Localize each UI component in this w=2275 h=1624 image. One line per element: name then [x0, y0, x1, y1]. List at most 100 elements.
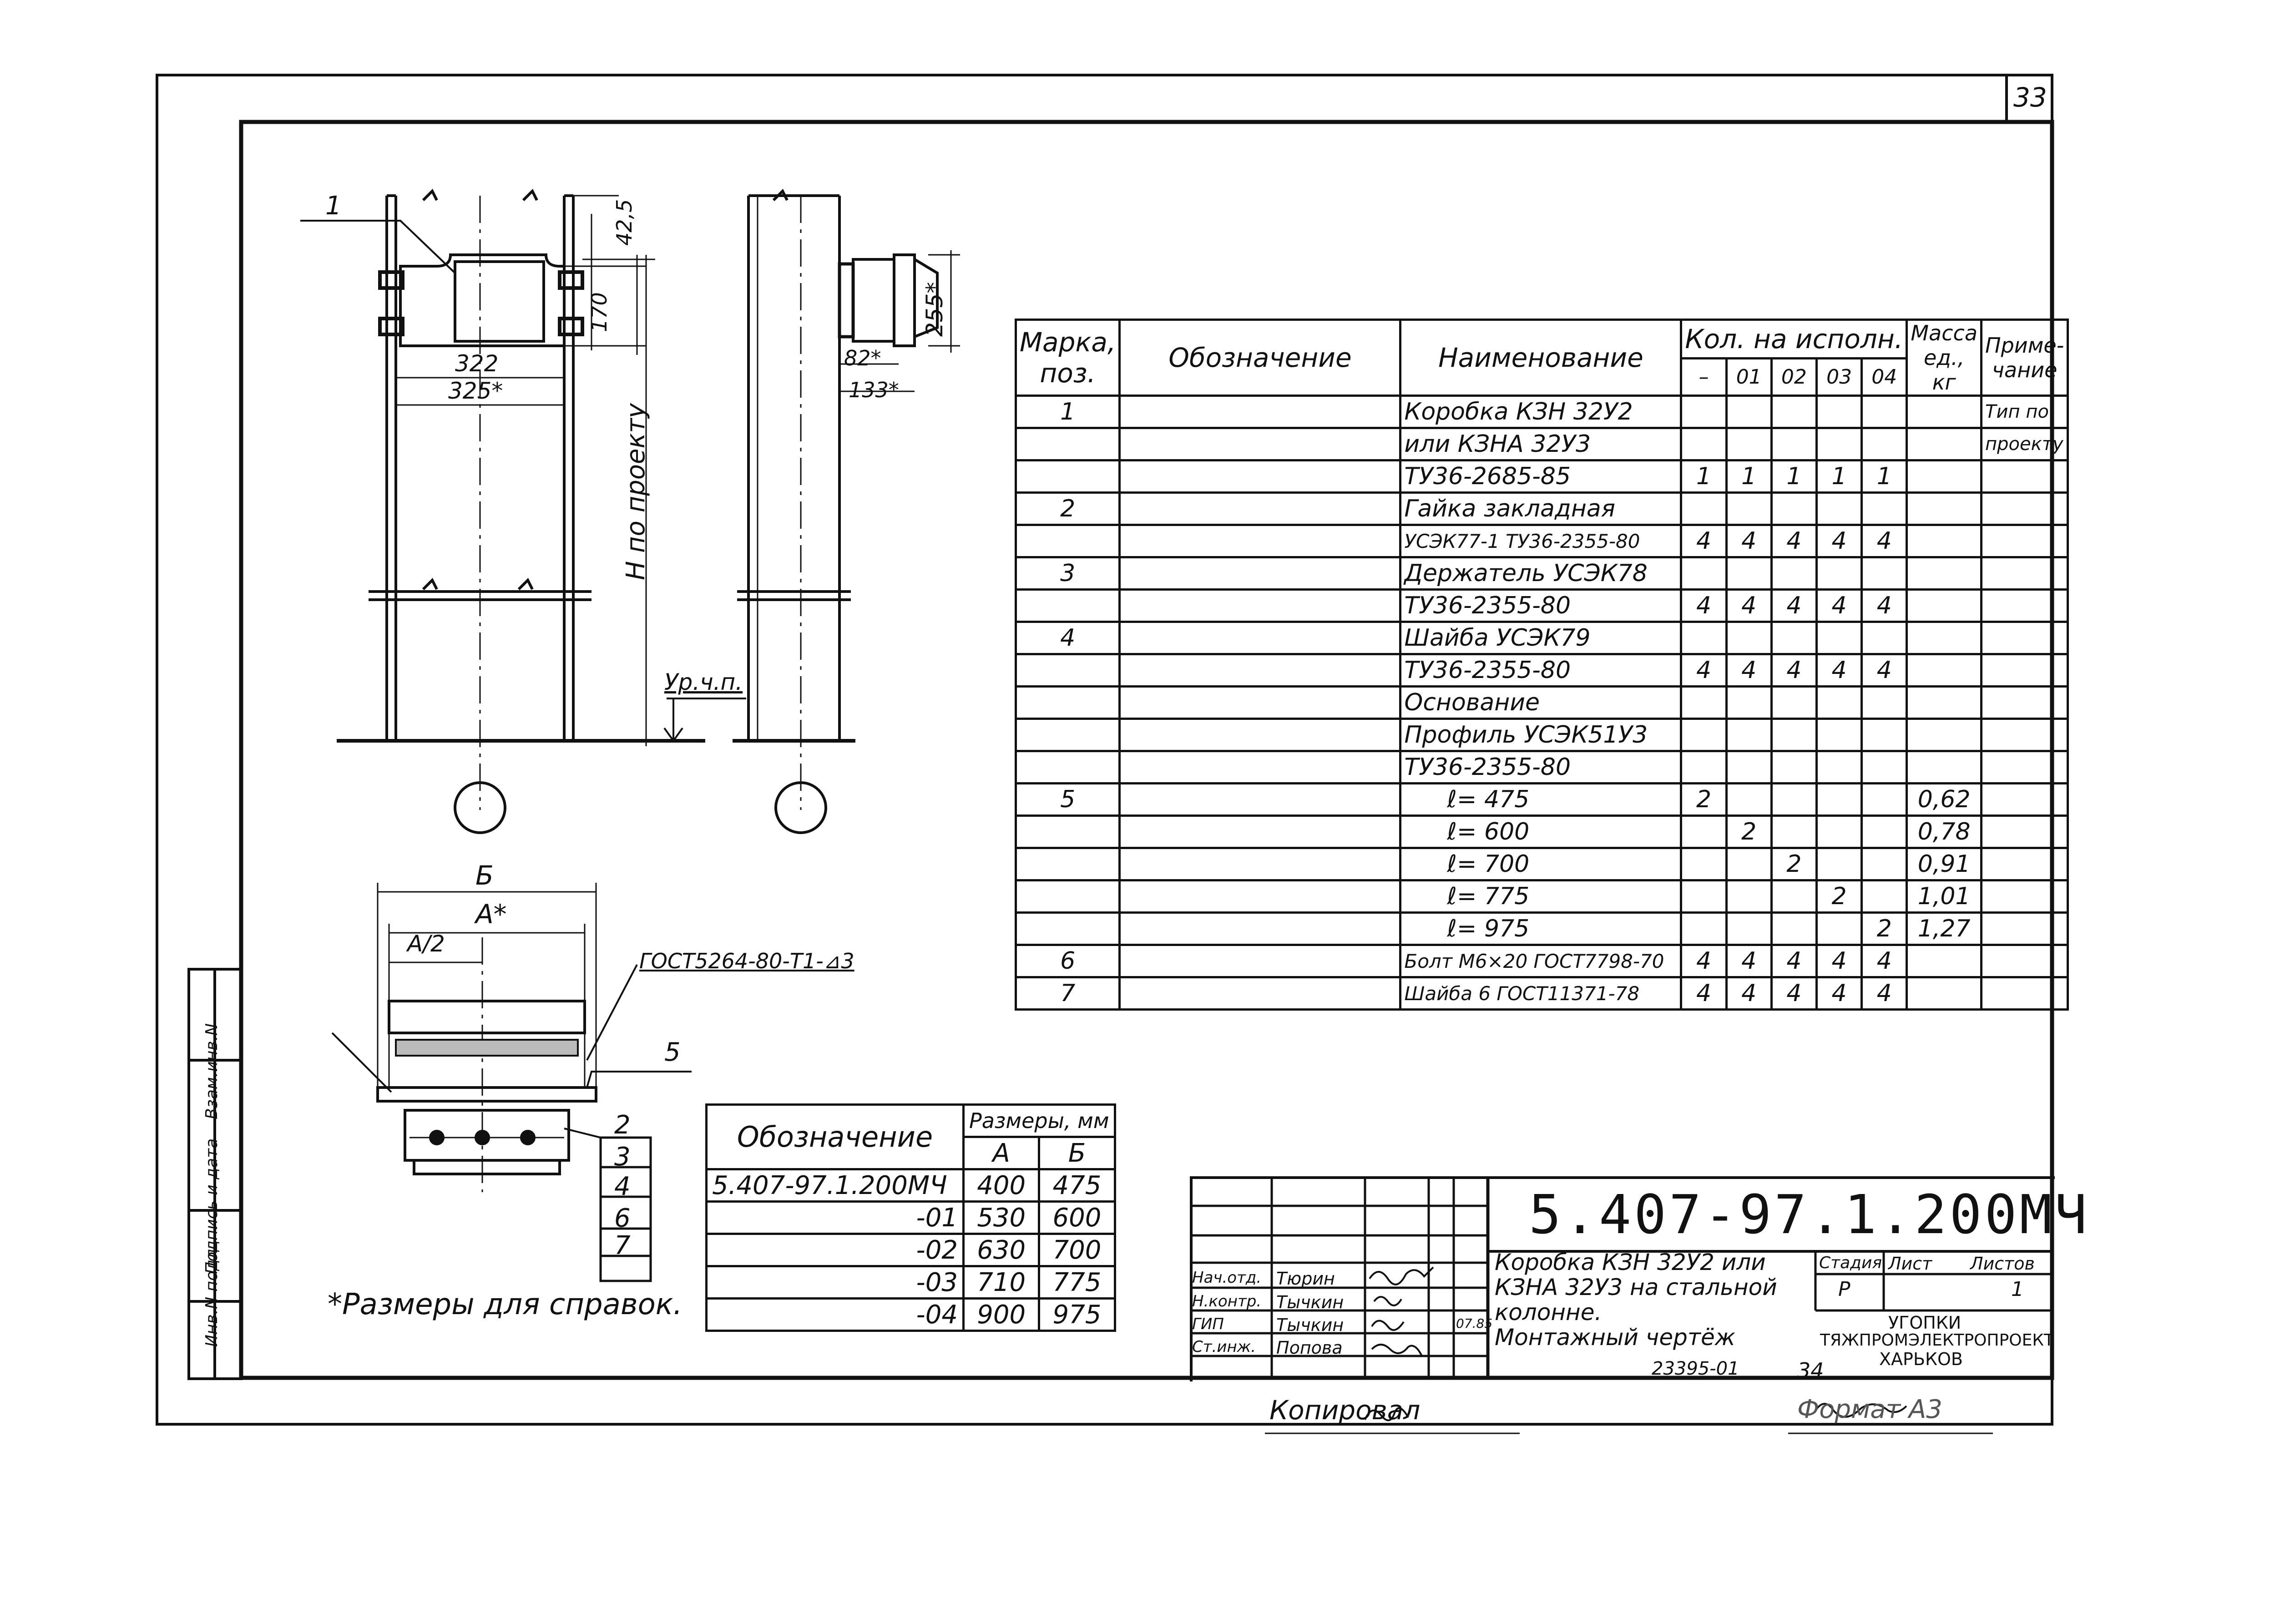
spec-qty-4 [1860, 847, 1908, 881]
spec-qty-3: 4 [1815, 653, 1863, 688]
spec-mass [1906, 395, 1983, 429]
spec-name: ℓ= 600 [1399, 815, 1683, 849]
spec-mass: 0,91 [1906, 847, 1983, 881]
spec-qty-3 [1815, 395, 1863, 429]
spec-qty-1 [1725, 879, 1773, 914]
sizes-b: 475 [1038, 1168, 1116, 1203]
spec-qty-4 [1860, 815, 1908, 849]
callout-4: 4 [614, 1172, 631, 1201]
title-line-4: Монтажный чертёж [1495, 1324, 1735, 1351]
spec-pos: 2 [1014, 491, 1121, 526]
spec-qty-1 [1725, 685, 1773, 720]
spec-qty-0 [1680, 556, 1728, 591]
variant-base: – [1680, 357, 1728, 397]
spec-designation [1118, 847, 1402, 881]
spec-designation [1118, 782, 1402, 817]
spec-designation [1118, 685, 1402, 720]
spec-qty-3: 4 [1815, 944, 1863, 978]
spec-qty-4: 1 [1860, 459, 1908, 494]
spec-name: УСЭК77-1 ТУ36-2355-80 [1399, 524, 1683, 558]
spec-name: ℓ= 475 [1399, 782, 1683, 817]
sizes-code: 5.407-97.1.200МЧ [705, 1168, 965, 1203]
staff-name-3: Тычкин [1276, 1315, 1344, 1335]
callout-7: 7 [614, 1231, 631, 1260]
spec-qty-4: 4 [1860, 588, 1908, 623]
spec-note [1980, 459, 2069, 494]
spec-qty-2: 4 [1770, 976, 1818, 1011]
spec-qty-3: 1 [1815, 459, 1863, 494]
spec-name: Основание [1399, 685, 1683, 720]
spec-mass [1906, 685, 1983, 720]
col-name: Наименование [1399, 319, 1683, 397]
spec-mass [1906, 750, 1983, 784]
spec-name: Болт М6×20 ГОСТ7798-70 [1399, 944, 1683, 978]
spec-qty-4 [1860, 621, 1908, 655]
sizes-b: 700 [1038, 1233, 1116, 1267]
spec-row: 2 Гайка закладная [1014, 491, 2069, 526]
spec-name: Шайба 6 ГОСТ11371-78 [1399, 976, 1683, 1011]
spec-qty-1 [1725, 750, 1773, 784]
archive-number: 23395-01 [1652, 1358, 1739, 1379]
specification-table: Марка, поз. Обозначение Наименование Кол… [1014, 319, 2069, 1011]
spec-designation [1118, 976, 1402, 1011]
spec-designation [1118, 750, 1402, 784]
spec-qty-3 [1815, 621, 1863, 655]
h-project-label: Н по проекту [621, 403, 651, 580]
spec-qty-4 [1860, 395, 1908, 429]
spec-designation [1118, 815, 1402, 849]
spec-designation [1118, 718, 1402, 752]
staff-role-3: ГИП [1192, 1315, 1224, 1333]
sizes-a: 400 [962, 1168, 1041, 1203]
spec-note [1980, 718, 2069, 752]
spec-name: ℓ= 700 [1399, 847, 1683, 881]
spec-mass: 1,27 [1906, 911, 1983, 946]
spec-name: ℓ= 775 [1399, 879, 1683, 914]
sizes-b: 975 [1038, 1297, 1116, 1332]
spec-mass: 0,62 [1906, 782, 1983, 817]
spec-pos [1014, 750, 1121, 784]
spec-note [1980, 621, 2069, 655]
sizes-a: 530 [962, 1200, 1041, 1235]
spec-qty-0: 1 [1680, 459, 1728, 494]
spec-qty-4 [1860, 718, 1908, 752]
spec-qty-1 [1725, 621, 1773, 655]
staff-name-1: Тюрин [1276, 1269, 1335, 1289]
staff-role-2: Н.контр. [1192, 1292, 1262, 1310]
side-view [733, 188, 960, 834]
spec-qty-1 [1725, 427, 1773, 461]
spec-qty-2 [1770, 395, 1818, 429]
spec-name: Гайка закладная [1399, 491, 1683, 526]
spec-designation [1118, 588, 1402, 623]
spec-qty-0 [1680, 685, 1728, 720]
footer-page: 34 [1797, 1358, 1824, 1383]
spec-qty-1 [1725, 847, 1773, 881]
spec-qty-1 [1725, 718, 1773, 752]
spec-note [1980, 879, 2069, 914]
spec-mass [1906, 427, 1983, 461]
spec-name: Профиль УСЭК51У3 [1399, 718, 1683, 752]
spec-pos [1014, 685, 1121, 720]
org-line-2: ТЯЖПРОМЭЛЕКТРОПРОЕКТ [1820, 1331, 2054, 1350]
spec-designation [1118, 459, 1402, 494]
spec-qty-0: 2 [1680, 782, 1728, 817]
side-stamp-sign-label: Подпись и дата [202, 1138, 221, 1274]
spec-pos [1014, 524, 1121, 558]
spec-pos [1014, 815, 1121, 849]
spec-qty-0: 4 [1680, 588, 1728, 623]
sizes-table: Обозначение Размеры, мм А Б 5.407-97.1.2… [705, 1103, 1116, 1332]
spec-mass: 0,78 [1906, 815, 1983, 849]
dim-322: 322 [455, 350, 499, 377]
staff-role-4: Ст.инж. [1192, 1338, 1256, 1356]
staff-name-2: Тычкин [1276, 1292, 1344, 1312]
spec-qty-0 [1680, 815, 1728, 849]
spec-qty-0 [1680, 427, 1728, 461]
col-designation: Обозначение [1118, 319, 1402, 397]
sheets-label: Листов [1970, 1254, 2035, 1274]
copied-label: Копировал [1269, 1395, 1421, 1426]
